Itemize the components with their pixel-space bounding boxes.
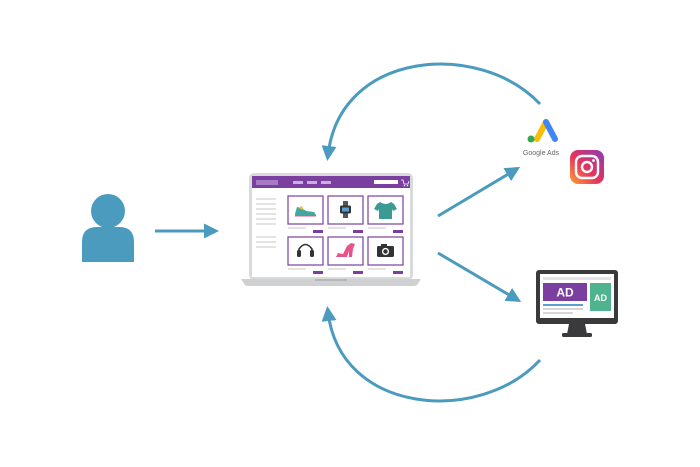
monitor-return-arc-arrow — [321, 306, 542, 403]
high-heel-icon — [336, 243, 355, 257]
product-card-tshirt[interactable] — [367, 195, 404, 233]
google-ads-icon — [527, 119, 558, 143]
user-icon — [82, 194, 134, 262]
monitor-ad-display: AD AD — [536, 270, 618, 337]
laptop-storefront — [241, 173, 421, 286]
store-logo — [256, 180, 278, 185]
product-card-headphones[interactable] — [287, 236, 324, 274]
product-card-sneaker[interactable] — [287, 195, 324, 233]
product-card-smartwatch[interactable] — [327, 195, 364, 233]
ad-banner-main[interactable] — [543, 283, 587, 301]
sneaker-icon — [295, 206, 316, 217]
store-sidebar — [256, 198, 276, 248]
cart-icon[interactable] — [401, 179, 410, 187]
ads-return-arc-arrow — [321, 62, 542, 161]
instagram-icon — [570, 150, 604, 184]
ad-banner-side[interactable] — [590, 283, 611, 311]
smartwatch-icon — [340, 201, 351, 218]
camera-icon — [377, 244, 394, 257]
headphones-icon — [297, 243, 314, 257]
product-card-high-heel[interactable] — [327, 236, 364, 274]
ad-banner-side-label: AD — [594, 293, 607, 303]
ad-banner-main-label: AD — [556, 286, 574, 300]
store-search-bar[interactable] — [374, 180, 398, 184]
store-to-monitor-arrow — [437, 251, 522, 303]
google-ads-label: Google Ads — [523, 150, 560, 157]
tshirt-icon — [374, 202, 397, 219]
store-to-google-ads-arrow — [437, 166, 521, 218]
product-card-camera[interactable] — [367, 236, 404, 274]
